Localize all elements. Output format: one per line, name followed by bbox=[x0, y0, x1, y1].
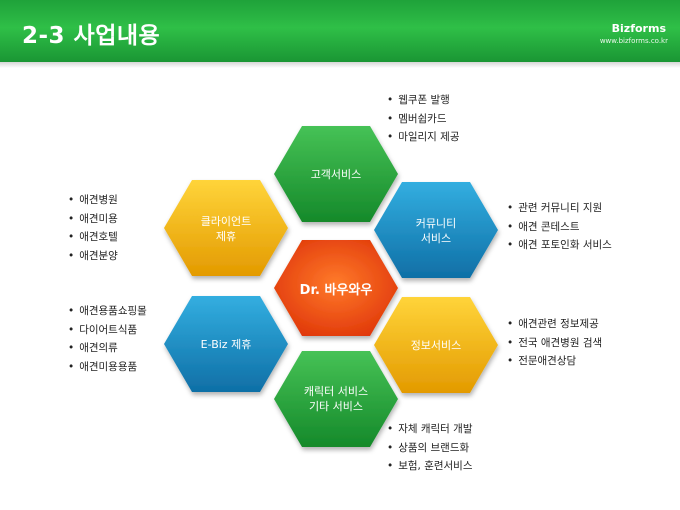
list-item: 상품의 브랜드화 bbox=[387, 439, 473, 458]
hex-customer-label: 고객서비스 bbox=[310, 168, 362, 181]
list-item: 멤버쉽카드 bbox=[387, 110, 460, 129]
list-ebiz: 애견용품쇼핑몰 다이어트식품 애견의류 애견미용용품 bbox=[68, 302, 147, 376]
list-item: 자체 캐릭터 개발 bbox=[387, 420, 472, 439]
list-item: 애견 콘테스트 bbox=[507, 218, 612, 237]
hex-character bbox=[274, 351, 398, 447]
list-item: 관련 커뮤니티 지원 bbox=[507, 199, 612, 218]
list-item: 애견용품쇼핑몰 bbox=[68, 302, 147, 321]
page-title: 2-3 사업내용 bbox=[22, 23, 161, 49]
brand-url: www.bizforms.co.kr bbox=[599, 37, 668, 45]
list-character: 자체 캐릭터 개발 상품의 브랜드화 보험, 훈련서비스 bbox=[387, 420, 473, 476]
header-shadow bbox=[0, 62, 680, 68]
brand-name: Bizforms bbox=[611, 22, 666, 35]
hex-customer bbox=[274, 126, 398, 222]
header-bar bbox=[0, 0, 680, 62]
list-item: 애견미용용품 bbox=[68, 358, 147, 377]
list-customer: 웹쿠폰 발행 멤버쉽카드 마일리지 제공 bbox=[387, 91, 460, 147]
hex-client-label: 클라이언트 제휴 bbox=[200, 215, 252, 243]
hex-info bbox=[374, 297, 498, 393]
list-community: 관련 커뮤니티 지원 애견 콘테스트 애견 포토인화 서비스 bbox=[507, 199, 612, 255]
hex-client bbox=[164, 180, 288, 276]
list-item: 웹쿠폰 발행 bbox=[387, 91, 460, 110]
hex-ebiz bbox=[164, 296, 288, 392]
list-item: 마일리지 제공 bbox=[387, 128, 459, 147]
list-item: 애견미용 bbox=[68, 210, 118, 229]
center-hex-label: Dr. 바우와우 bbox=[299, 283, 373, 298]
list-item: 애견 포토인화 서비스 bbox=[507, 236, 612, 255]
hex-info-label: 정보서비스 bbox=[410, 339, 462, 352]
list-item: 애견분양 bbox=[68, 247, 118, 266]
list-item: 전문애견상담 bbox=[507, 352, 602, 371]
hex-community bbox=[374, 182, 498, 278]
list-item: 전국 애견병원 검색 bbox=[507, 334, 602, 353]
list-item: 보험, 훈련서비스 bbox=[387, 457, 472, 476]
list-item: 애견병원 bbox=[68, 191, 118, 210]
list-item: 다이어트식품 bbox=[68, 321, 147, 340]
hex-character-label: 캐릭터 서비스 기타 서비스 bbox=[303, 385, 369, 413]
list-item: 애견관련 정보제공 bbox=[507, 315, 602, 334]
list-client: 애견병원 애견미용 애견호텔 애견분양 bbox=[68, 191, 118, 265]
hex-center bbox=[274, 240, 398, 336]
list-item: 애견의류 bbox=[68, 339, 147, 358]
hex-community-label: 커뮤니티 서비스 bbox=[415, 217, 457, 245]
hex-ebiz-label: E-Biz 제휴 bbox=[200, 338, 252, 351]
list-info: 애견관련 정보제공 전국 애견병원 검색 전문애견상담 bbox=[507, 315, 602, 371]
list-item: 애견호텔 bbox=[68, 228, 118, 247]
